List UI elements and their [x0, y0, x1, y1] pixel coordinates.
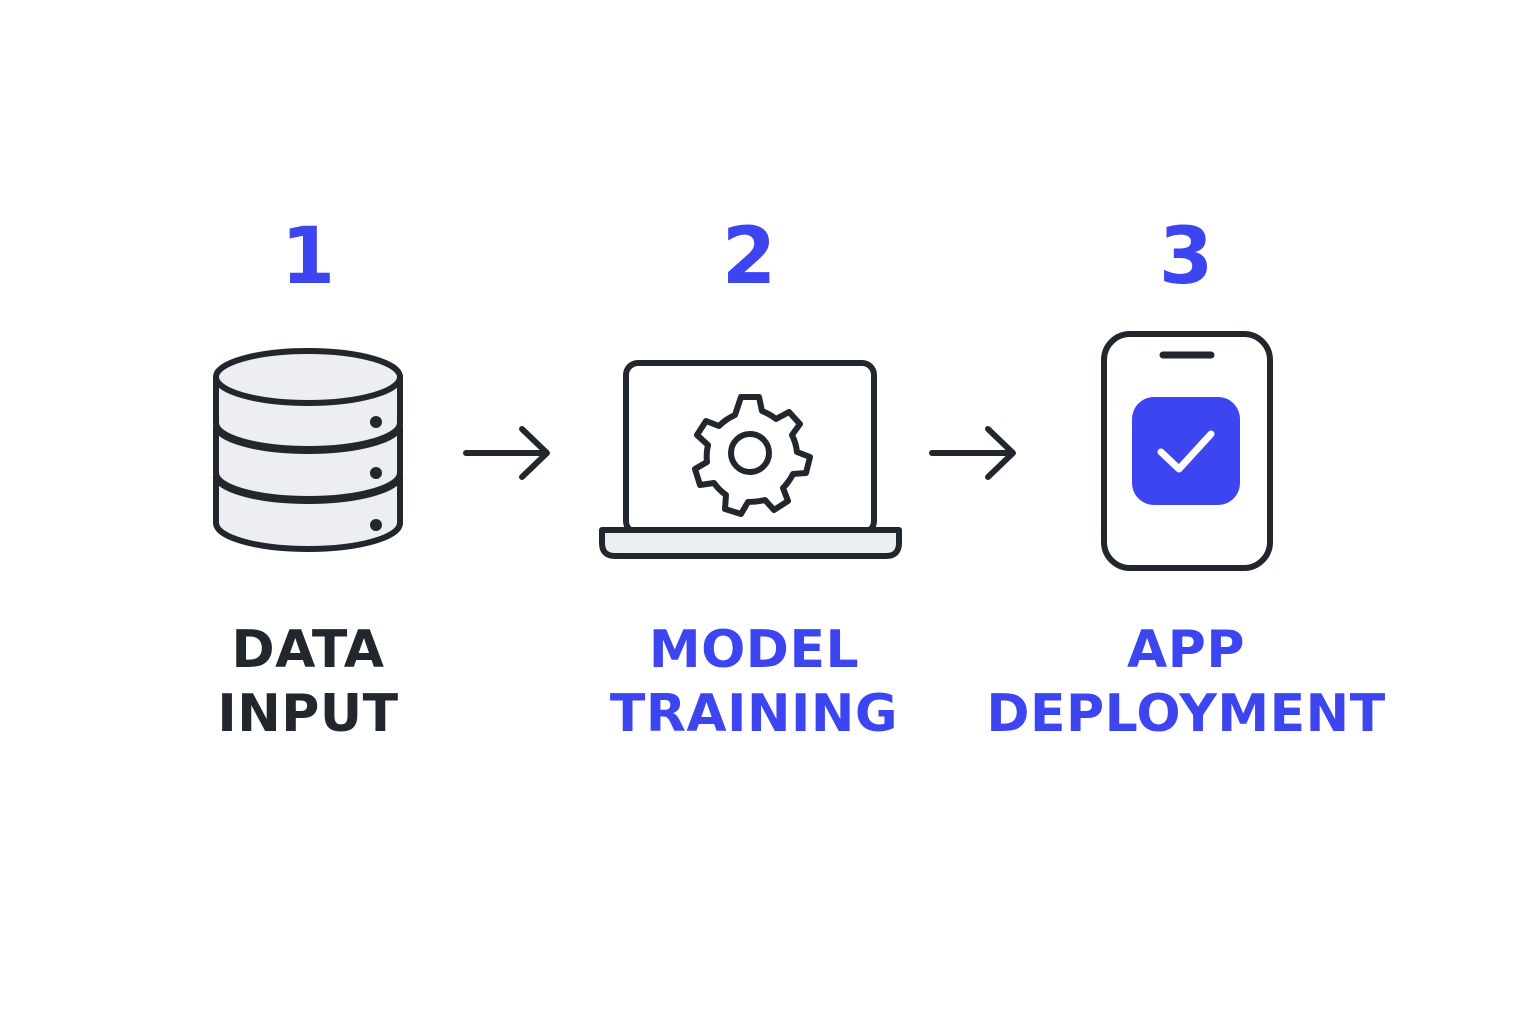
database-icon: [213, 348, 403, 552]
step-3-label: APP DEPLOYMENT: [976, 618, 1396, 746]
step-1-number: 1: [280, 212, 336, 302]
step-3-label-line-1: APP: [1127, 620, 1245, 680]
gear-icon: [692, 394, 813, 517]
step-2-number: 2: [721, 212, 777, 302]
step-3-label-line-2: DEPLOYMENT: [986, 684, 1386, 744]
step-2-label-line-1: MODEL: [648, 620, 860, 680]
step-1-label: DATA INPUT: [98, 618, 518, 746]
check-icon: [1157, 430, 1215, 473]
arrow-right-icon: [929, 426, 1016, 480]
step-1-label-line-2: INPUT: [217, 684, 399, 744]
step-2-label-line-2: TRAINING: [609, 684, 899, 744]
step-1-label-line-1: DATA: [231, 620, 385, 680]
step-2-label: MODEL TRAINING: [544, 618, 964, 746]
arrow-right-icon: [463, 426, 550, 480]
laptop-gear-icon: [599, 360, 902, 559]
step-3-number: 3: [1158, 212, 1214, 302]
phone-check-icon: [1101, 331, 1273, 571]
